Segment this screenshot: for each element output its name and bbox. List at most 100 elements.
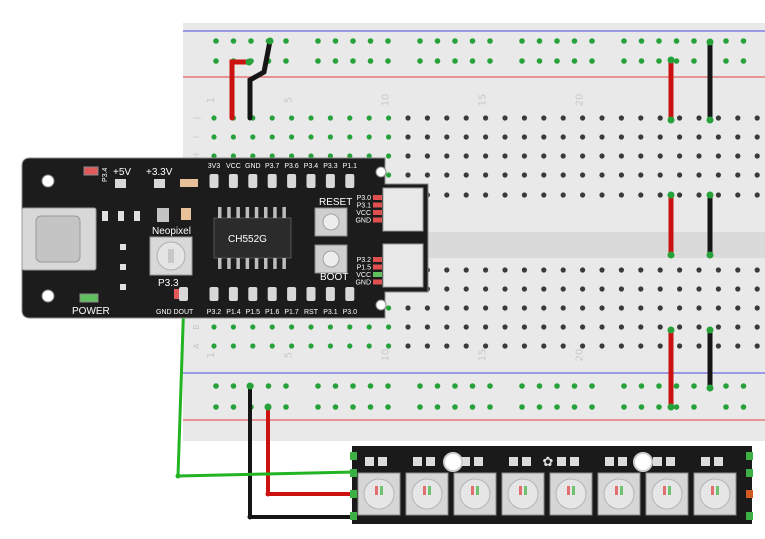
terminal-hole: [502, 305, 508, 311]
terminal-hole: [657, 324, 663, 330]
mount-hole-tl: [41, 174, 55, 188]
terminal-hole: [696, 305, 702, 311]
breadboard-jumpers: [229, 37, 714, 411]
jst-pads: [373, 195, 382, 285]
terminal-hole: [483, 134, 489, 140]
terminal-hole: [502, 343, 508, 349]
rail-hole: [638, 38, 645, 44]
header-pin-label: RST: [304, 309, 319, 316]
strip-cap: [557, 457, 566, 466]
header-pin-pad: [287, 174, 297, 188]
chip-leg: [254, 258, 259, 269]
terminal-hole: [754, 115, 760, 121]
terminal-hole: [638, 172, 644, 178]
rail-hole: [315, 58, 321, 64]
terminal-hole: [308, 115, 314, 121]
terminal-hole: [580, 286, 586, 292]
strip-led-lens: [363, 478, 395, 510]
terminal-hole: [424, 115, 430, 121]
rail-hole: [213, 383, 219, 389]
strip-hole-1: [443, 452, 463, 472]
jst-pin-label: GND: [355, 218, 371, 225]
terminal-hole: [657, 192, 663, 198]
terminal-hole: [230, 324, 236, 330]
strip-cap: [378, 457, 387, 466]
reset-button-cap[interactable]: [322, 213, 340, 231]
terminal-hole: [715, 115, 722, 121]
terminal-hole: [580, 267, 586, 273]
rail-hole: [740, 404, 747, 410]
rail-hole: [638, 58, 645, 64]
strip-led-lens: [555, 478, 587, 510]
terminal-hole: [502, 267, 508, 273]
terminal-hole: [347, 343, 353, 349]
terminal-hole: [308, 324, 314, 330]
vcc-wire-bend: [265, 491, 271, 497]
strip-led-lens: [507, 478, 539, 510]
terminal-hole: [463, 267, 469, 273]
terminal-hole: [386, 305, 392, 311]
terminal-hole: [696, 343, 702, 349]
label-power: POWER: [72, 306, 110, 317]
terminal-hole: [405, 115, 411, 121]
terminal-hole: [599, 192, 605, 198]
boot-button-cap[interactable]: [322, 250, 340, 268]
jst-pin-label: VCC: [356, 272, 371, 279]
chip-leg: [227, 258, 231, 269]
rail-hole: [691, 404, 697, 410]
terminal-hole: [463, 134, 469, 140]
terminal-hole: [424, 134, 430, 140]
terminal-hole: [483, 153, 489, 159]
header-pin-label: P1.1: [343, 163, 358, 170]
terminal-hole: [599, 115, 605, 121]
terminal-hole: [580, 324, 586, 330]
rail-hole: [350, 38, 356, 44]
terminal-hole: [715, 153, 722, 159]
terminal-hole: [677, 172, 683, 178]
terminal-hole: [521, 192, 528, 198]
strip-led-die: [716, 486, 719, 495]
strip-cap: [509, 457, 518, 466]
rail-hole: [332, 383, 339, 389]
terminal-hole: [444, 267, 450, 273]
terminal-hole: [715, 134, 722, 140]
rail-hole: [519, 38, 525, 44]
rail-hole: [673, 58, 680, 64]
terminal-hole: [715, 286, 722, 292]
strip-led-lens: [699, 478, 731, 510]
terminal-hole: [754, 324, 760, 330]
row-letter: J: [192, 117, 201, 120]
header-pin-pad: [306, 174, 316, 188]
terminal-hole: [483, 267, 489, 273]
terminal-hole: [308, 134, 314, 140]
terminal-hole: [560, 324, 566, 330]
rail-hole: [571, 404, 578, 410]
header-pin-pad: [345, 287, 355, 301]
terminal-hole: [735, 324, 741, 330]
rail-hole: [248, 38, 254, 44]
chip-legs: [218, 207, 286, 269]
header-pin-label: 3V3: [208, 163, 221, 170]
neopixel-die: [168, 249, 174, 263]
terminal-hole: [657, 286, 663, 292]
rail-hole: [536, 404, 543, 410]
terminal-hole: [347, 115, 353, 121]
rail-hole: [434, 38, 441, 44]
strip-pad-right-1: [746, 452, 753, 460]
terminal-hole: [444, 343, 450, 349]
terminal-hole: [638, 267, 644, 273]
ch552-board: P3.4 +5V +3.3V RESET BOOT CH552G Neopixe…: [21, 157, 429, 319]
terminal-hole: [580, 343, 586, 349]
terminal-hole: [735, 153, 741, 159]
terminal-hole: [483, 286, 489, 292]
rail-hole: [332, 38, 339, 44]
terminal-hole: [230, 134, 236, 140]
terminal-hole: [541, 172, 547, 178]
rail-hole: [213, 38, 219, 44]
strip-pad-right-3: [746, 490, 753, 498]
terminal-hole: [754, 305, 760, 311]
rail-hole: [452, 404, 458, 410]
terminal-hole: [463, 115, 469, 121]
rail-hole: [656, 383, 662, 389]
